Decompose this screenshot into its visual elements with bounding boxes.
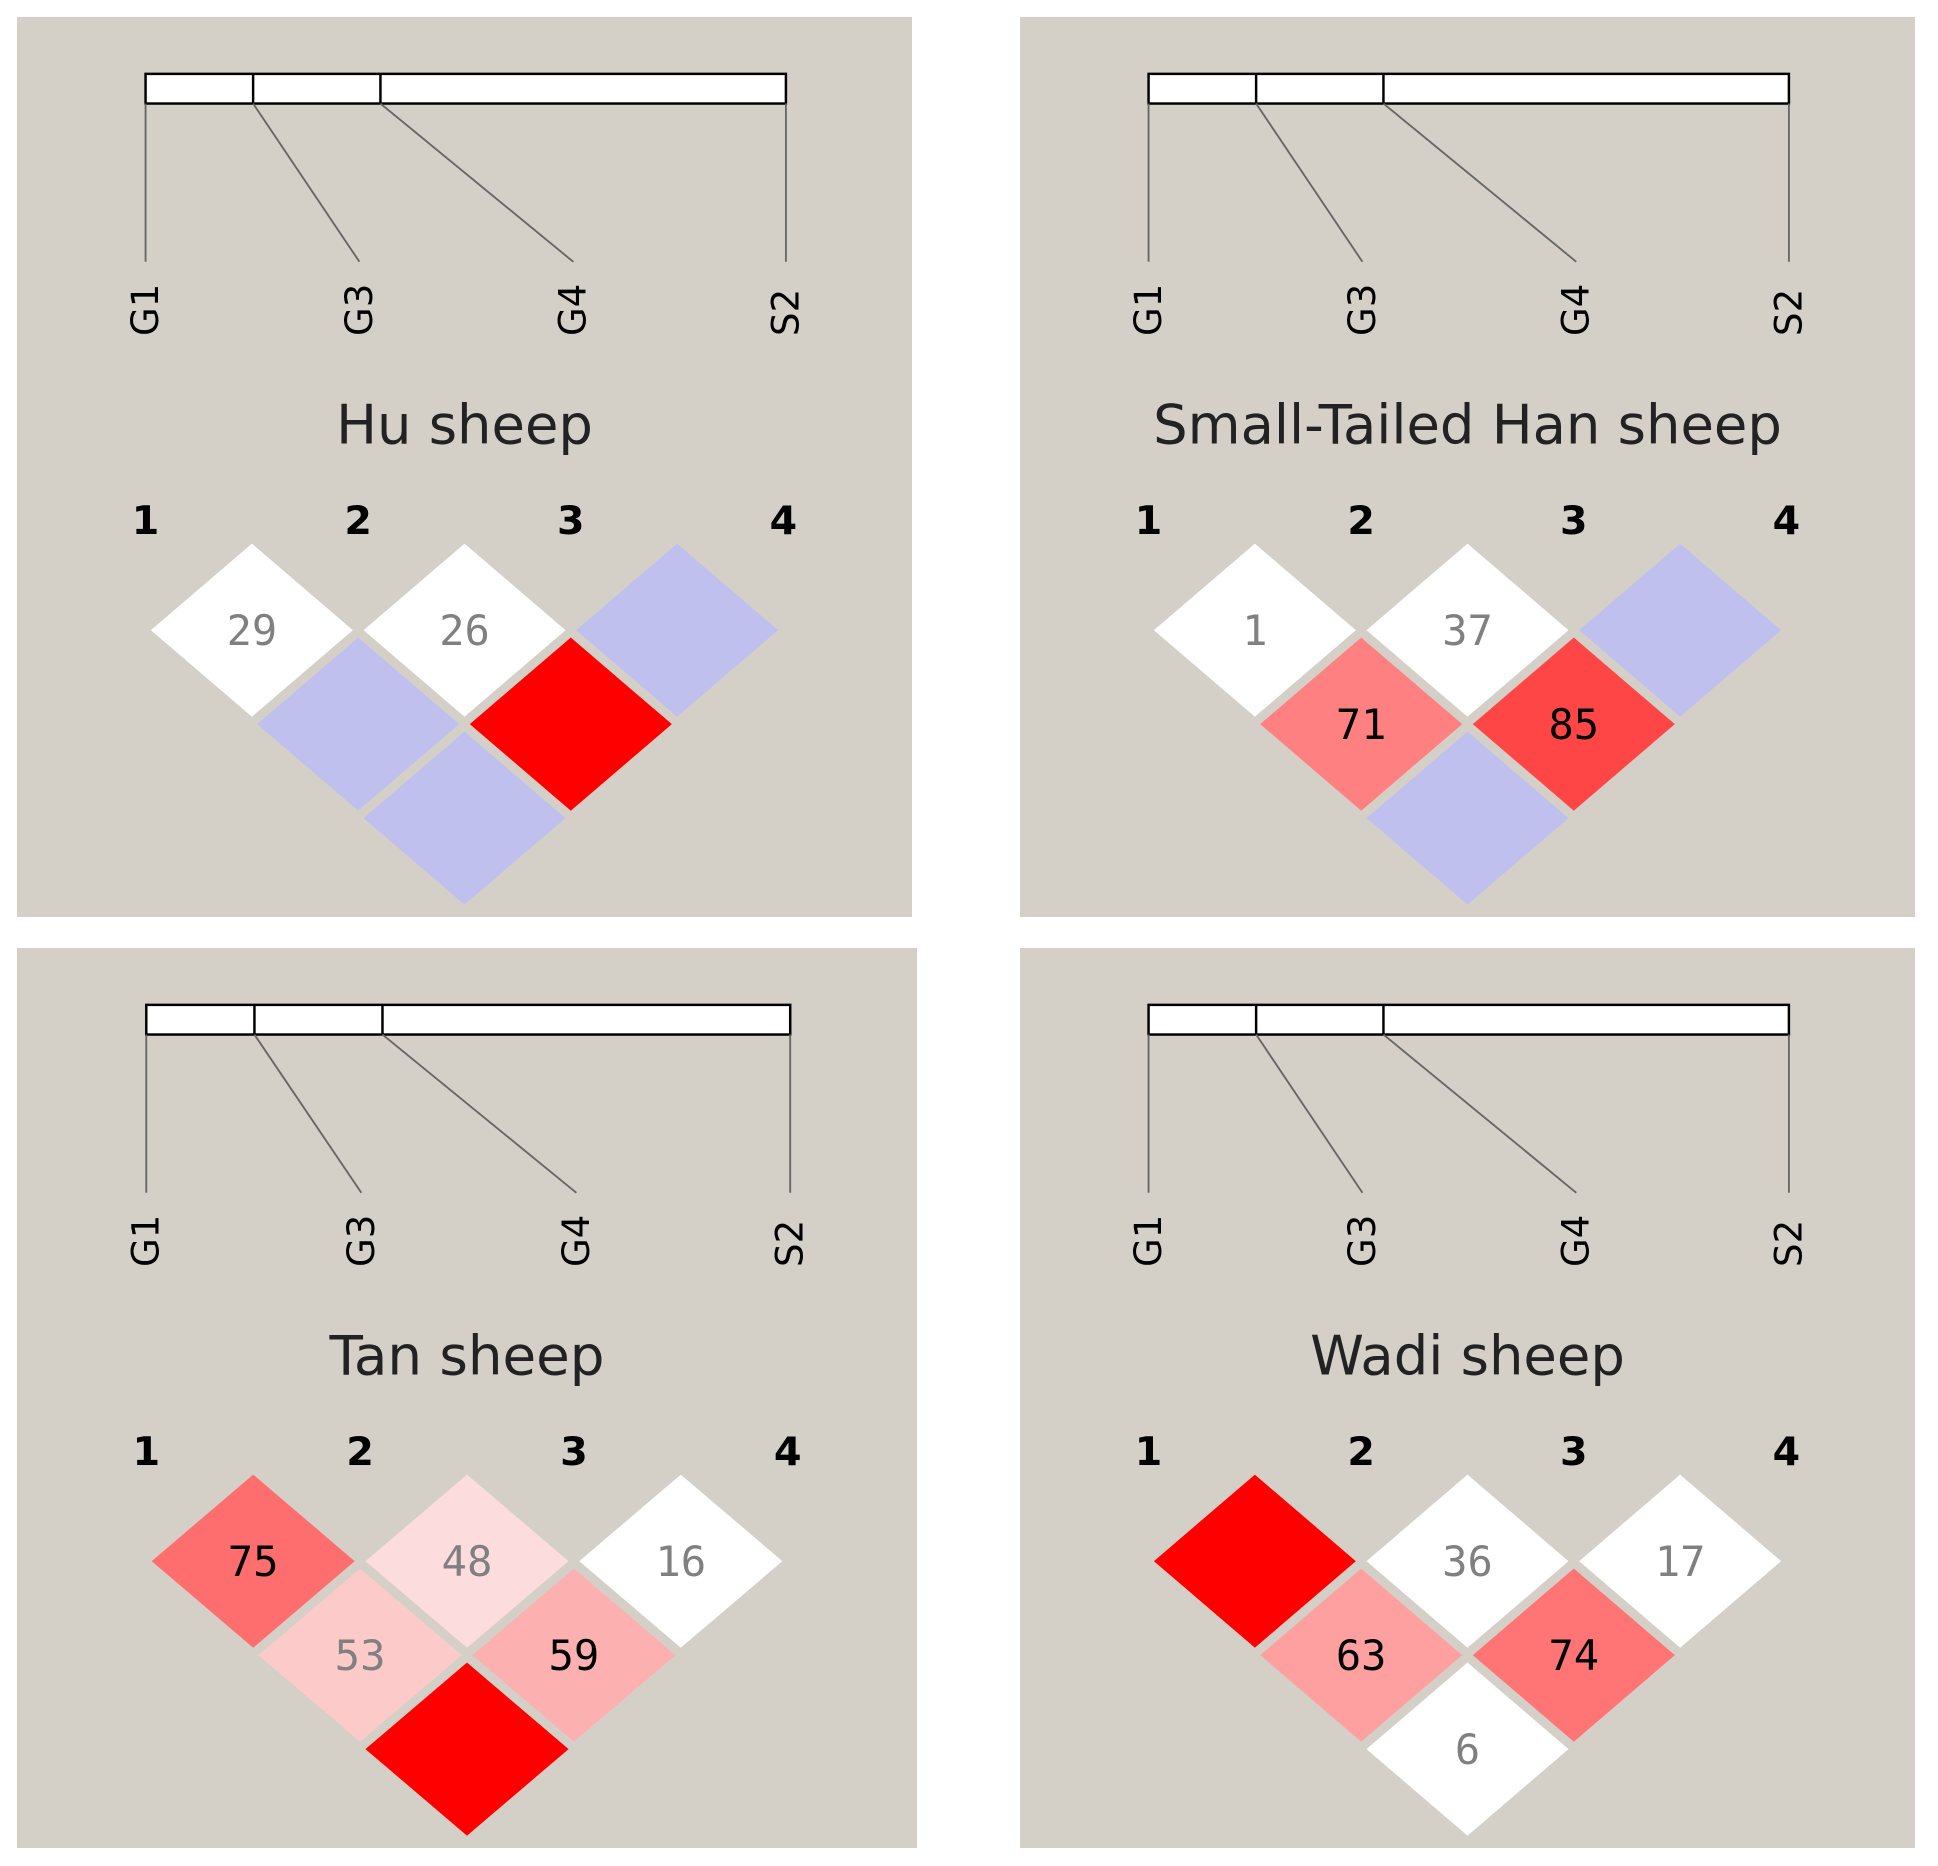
marker-name-label: G3 <box>1341 284 1384 336</box>
marker-index-label: 2 <box>346 1429 374 1475</box>
marker-index-label: 1 <box>1135 1429 1163 1475</box>
marker-index-label: 3 <box>557 498 585 544</box>
ld-cell <box>1467 1563 1681 1747</box>
ld-cell <box>145 538 359 722</box>
ld-cell <box>573 1469 789 1653</box>
ld-cell-value: 36 <box>1442 1537 1493 1586</box>
marker-index-label: 4 <box>1773 1429 1801 1475</box>
ld-cell-value: 59 <box>548 1631 599 1680</box>
ld-cell-value: 74 <box>1549 1631 1600 1680</box>
marker-name-label: S2 <box>1767 1220 1810 1267</box>
marker-name-label: G4 <box>1555 1215 1598 1267</box>
ld-cell-value: 71 <box>1336 700 1387 749</box>
marker-connector-line <box>1255 1034 1364 1194</box>
marker-name-label: G3 <box>1341 1215 1384 1267</box>
ld-cell <box>251 632 465 816</box>
ld-cell <box>145 1469 361 1653</box>
ld-cell-value: 29 <box>227 606 278 655</box>
marker-position-bar <box>1147 72 1791 105</box>
marker-name-label: G3 <box>338 284 381 336</box>
marker-name-label: G3 <box>339 1215 383 1267</box>
ld-cell <box>570 538 784 722</box>
marker-name-label: S2 <box>764 289 807 336</box>
marker-connector-line <box>381 1033 577 1194</box>
ld-cell-value: 37 <box>1442 606 1493 655</box>
ld-cell <box>1360 1469 1575 1653</box>
marker-name-label: S2 <box>768 1220 812 1267</box>
marker-connector-line <box>1382 1033 1577 1194</box>
marker-position-bar <box>144 72 788 105</box>
marker-index-label: 2 <box>344 498 372 544</box>
ld-cell-value: 53 <box>335 1631 386 1680</box>
marker-connector-line <box>253 1034 363 1194</box>
ld-cell-value: 26 <box>439 606 490 655</box>
marker-index-label: 1 <box>132 498 160 544</box>
marker-name-label: G4 <box>554 1215 598 1267</box>
marker-index-label: 2 <box>1347 498 1375 544</box>
marker-name-label: G4 <box>1555 284 1598 336</box>
ld-cell-value: 75 <box>228 1537 279 1586</box>
marker-name-label: G1 <box>124 1215 168 1267</box>
ld-cell-value: 48 <box>442 1537 493 1586</box>
marker-name-label: G4 <box>552 284 595 336</box>
marker-index-label: 4 <box>1773 498 1801 544</box>
ld-cell-value: 85 <box>1549 700 1600 749</box>
ld-cell <box>1360 538 1575 722</box>
ld-cell <box>1148 538 1362 722</box>
marker-index-label: 1 <box>132 1429 160 1475</box>
ld-cell <box>1360 1657 1575 1841</box>
marker-name-label: G1 <box>1127 284 1170 336</box>
ld-cell-value: 16 <box>655 1537 706 1586</box>
marker-index-label: 3 <box>1560 498 1588 544</box>
marker-name-label: G1 <box>124 284 167 336</box>
ld-cell-value: 63 <box>1336 1631 1387 1680</box>
ld-cell <box>1254 632 1468 816</box>
marker-position-bar <box>1147 1003 1791 1036</box>
ld-cell-value: 1 <box>1242 606 1267 655</box>
marker-connector-line <box>379 102 574 263</box>
plot-title: Hu sheep <box>336 394 593 457</box>
ld-cell <box>357 726 572 910</box>
ld-cell <box>1573 538 1787 722</box>
ld-cell <box>1148 1469 1362 1653</box>
marker-index-label: 4 <box>774 1429 802 1475</box>
ld-cell <box>464 632 678 816</box>
ld-cell-value: 6 <box>1455 1725 1480 1774</box>
marker-name-label: S2 <box>1767 289 1810 336</box>
marker-index-label: 3 <box>1560 1429 1588 1475</box>
ld-cell <box>359 1469 575 1653</box>
ld-cell <box>252 1563 468 1747</box>
ld-cell <box>466 1563 682 1747</box>
ld-cell-value: 17 <box>1655 1537 1706 1586</box>
ld-cell <box>357 538 572 722</box>
marker-connector-line <box>1255 103 1364 263</box>
ld-cell <box>1360 726 1575 910</box>
marker-index-label: 1 <box>1135 498 1163 544</box>
marker-index-label: 4 <box>770 498 798 544</box>
ld-cell <box>1573 1469 1787 1653</box>
ld-cell <box>359 1657 575 1841</box>
plot-title: Wadi sheep <box>1310 1325 1625 1388</box>
ld-cell <box>1254 1563 1468 1747</box>
plot-title: Tan sheep <box>328 1324 604 1388</box>
marker-name-label: G1 <box>1127 1215 1170 1267</box>
marker-index-label: 2 <box>1347 1429 1375 1475</box>
marker-index-label: 3 <box>560 1429 588 1475</box>
ld-plot-hu-sheep: G1 G3 G4 S2 Hu sheep 1 2 3 4 29 26 <box>17 17 912 917</box>
ld-plot-svg: G1 G3 G4 S2 Hu sheep 1 2 3 4 29 26 <box>17 17 912 917</box>
marker-connector-line <box>252 103 361 263</box>
plot-title: Small-Tailed Han sheep <box>1153 394 1782 457</box>
ld-cell <box>1467 632 1681 816</box>
marker-connector-line <box>1382 102 1577 263</box>
marker-position-bar <box>145 1003 792 1036</box>
